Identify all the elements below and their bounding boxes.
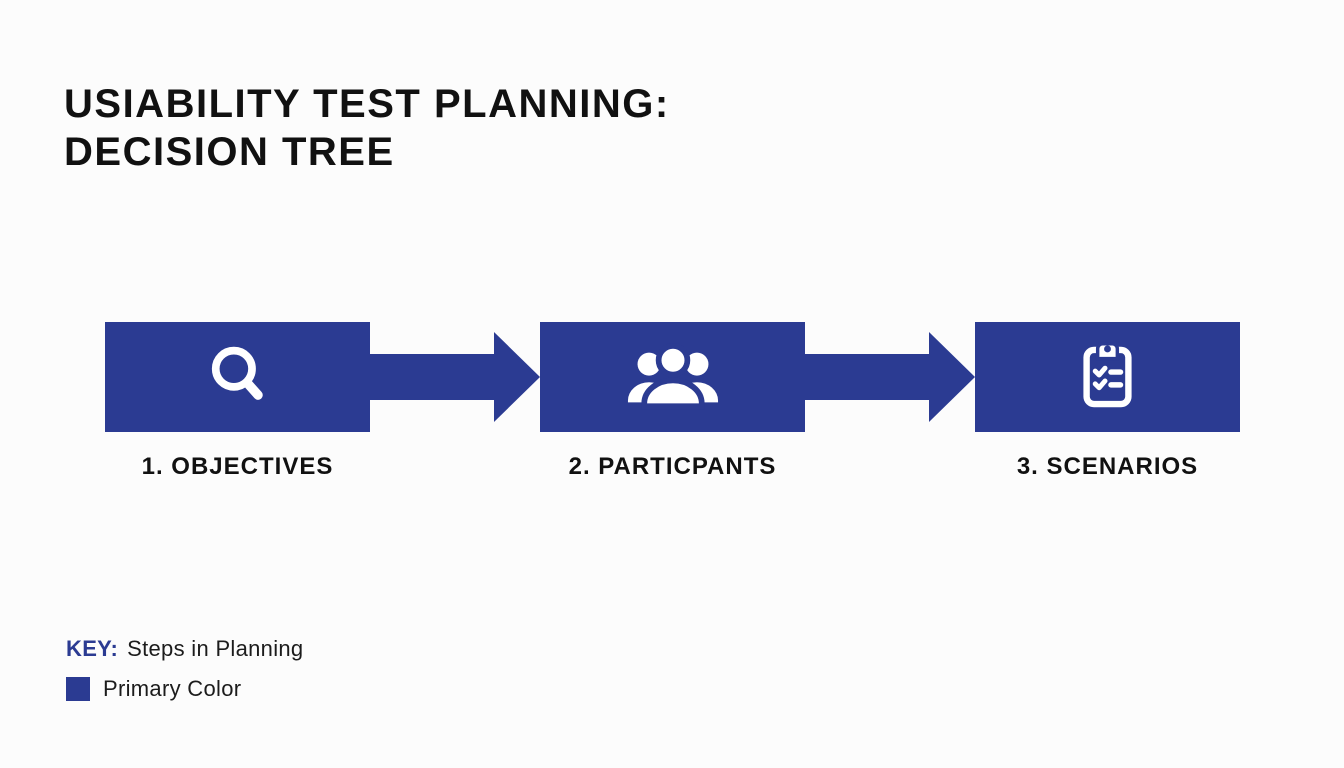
legend-heading-row: KEY: Steps in Planning [66,636,303,662]
magnifier-icon [205,341,271,413]
arrow-right-icon [805,322,975,432]
legend: KEY: Steps in Planning Primary Color [66,636,303,702]
step-scenarios-box [975,322,1240,432]
clipboard-checklist-icon [1078,340,1137,414]
decision-flow: 1. OBJECTIVES 2. [105,322,1240,481]
page-title-line1: USIABILITY TEST PLANNING: [64,82,670,126]
legend-swatch-label: Primary Color [103,676,242,701]
arrow-shaft [805,354,932,400]
people-icon [627,341,719,414]
arrow-head [929,332,975,422]
step-objectives-box [105,322,370,432]
arrow-head [494,332,540,422]
legend-key-description: Steps in Planning [127,636,304,661]
step-participants-box [540,322,805,432]
step-scenarios: 3. SCENARIOS [975,322,1240,481]
arrow-shaft [370,354,497,400]
step-objectives: 1. OBJECTIVES [105,322,370,481]
step-participants-label: 2. PARTICPANTS [568,453,777,480]
page-title: USIABILITY TEST PLANNING: DECISION TREE [64,80,670,176]
page-title-line2: DECISION TREE [64,130,395,174]
legend-key-label: KEY: [66,636,119,661]
step-objectives-label: 1. OBJECTIVES [141,453,334,480]
arrow-right-icon [370,322,540,432]
step-scenarios-label: 3. SCENARIOS [1016,453,1199,480]
legend-swatch-row: Primary Color [66,676,303,702]
step-participants: 2. PARTICPANTS [540,322,805,481]
primary-color-swatch [66,677,90,701]
